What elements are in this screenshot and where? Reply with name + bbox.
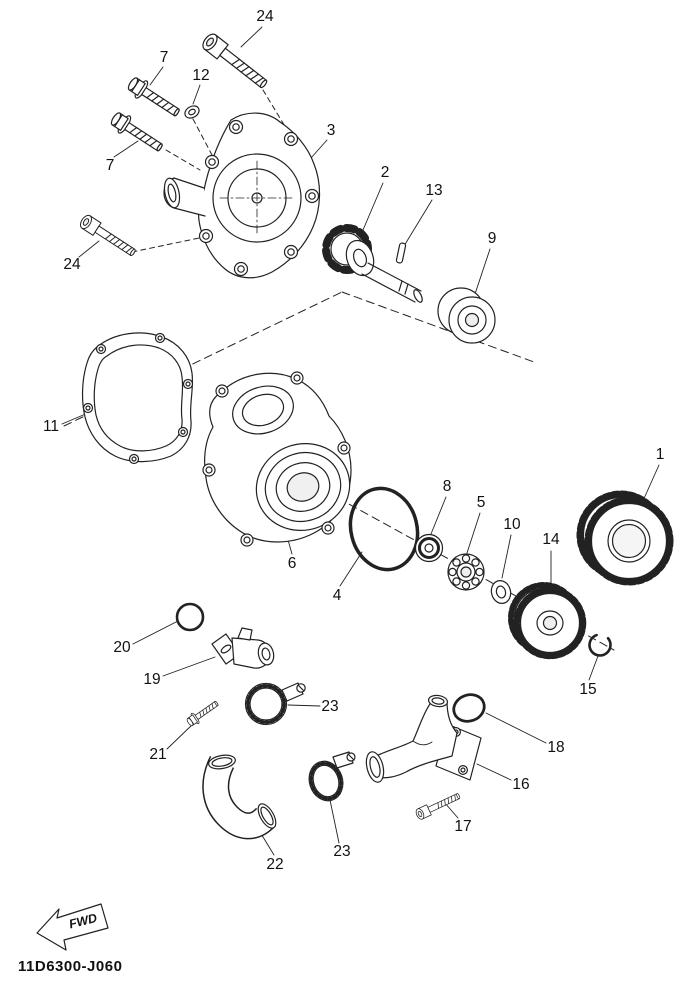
part-21-screw <box>184 697 222 729</box>
part-9-seal <box>437 287 496 344</box>
part-24-bolt-top <box>199 30 272 93</box>
fwd-arrow: FWD <box>36 903 109 951</box>
part-8-oil-seal <box>414 533 444 563</box>
part-3-pump-cover <box>163 112 321 279</box>
part-17-bolt <box>414 790 462 821</box>
part-23-hose-clamp-upper <box>244 682 306 726</box>
part-10-washer <box>490 580 512 604</box>
part-20-o-ring <box>175 602 205 632</box>
fwd-label: FWD <box>68 911 99 931</box>
part-16-outlet-pipe <box>365 694 482 783</box>
part-6-pump-housing <box>202 371 352 547</box>
part-12-washer <box>184 105 200 119</box>
part-13-pin <box>395 242 407 264</box>
part-2-impeller-shaft <box>322 224 423 303</box>
part-5-bearing <box>447 553 485 591</box>
part-15-circlip <box>588 633 612 657</box>
part-18-o-ring <box>452 693 486 723</box>
part-7-bolt-upper <box>124 73 184 123</box>
part-19-pipe-joint <box>211 627 275 669</box>
part-code: 11D6300-J060 <box>18 958 123 975</box>
part-1-gear <box>576 490 674 586</box>
leader-lines <box>61 26 660 856</box>
part-4-o-ring <box>348 486 420 572</box>
part-24-bolt-left <box>77 212 139 260</box>
part-22-hose <box>202 754 277 840</box>
part-14-gear <box>508 582 587 660</box>
part-11-gasket <box>81 332 194 465</box>
part-7-bolt-lower <box>107 108 167 158</box>
part-23-hose-clamp-lower <box>308 751 356 802</box>
